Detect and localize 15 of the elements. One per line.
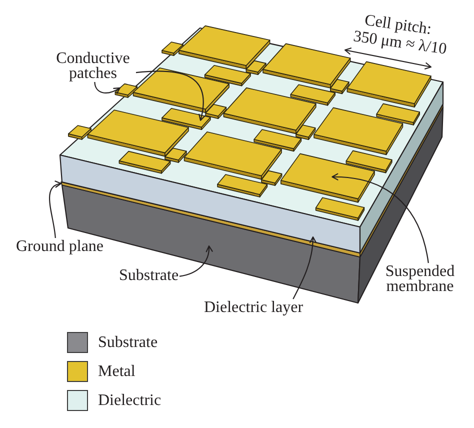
leader-line [136, 70, 206, 121]
leader-line [49, 181, 62, 238]
part-label: Dielectric layer [204, 300, 304, 315]
part-label: Conductive patches [51, 51, 135, 81]
part-label: Substrate [119, 268, 179, 283]
leader-line [179, 245, 213, 277]
part-label: Suspended membrane [378, 264, 462, 294]
legend-label: Metal [98, 364, 136, 379]
leader-line [332, 174, 429, 264]
leader-line [94, 82, 120, 94]
legend-label: Substrate [98, 335, 158, 350]
part-label: Ground plane [16, 239, 104, 254]
legend-label: Dielectric [98, 393, 162, 408]
patch-plate [280, 153, 375, 203]
patch-pad [162, 108, 211, 130]
